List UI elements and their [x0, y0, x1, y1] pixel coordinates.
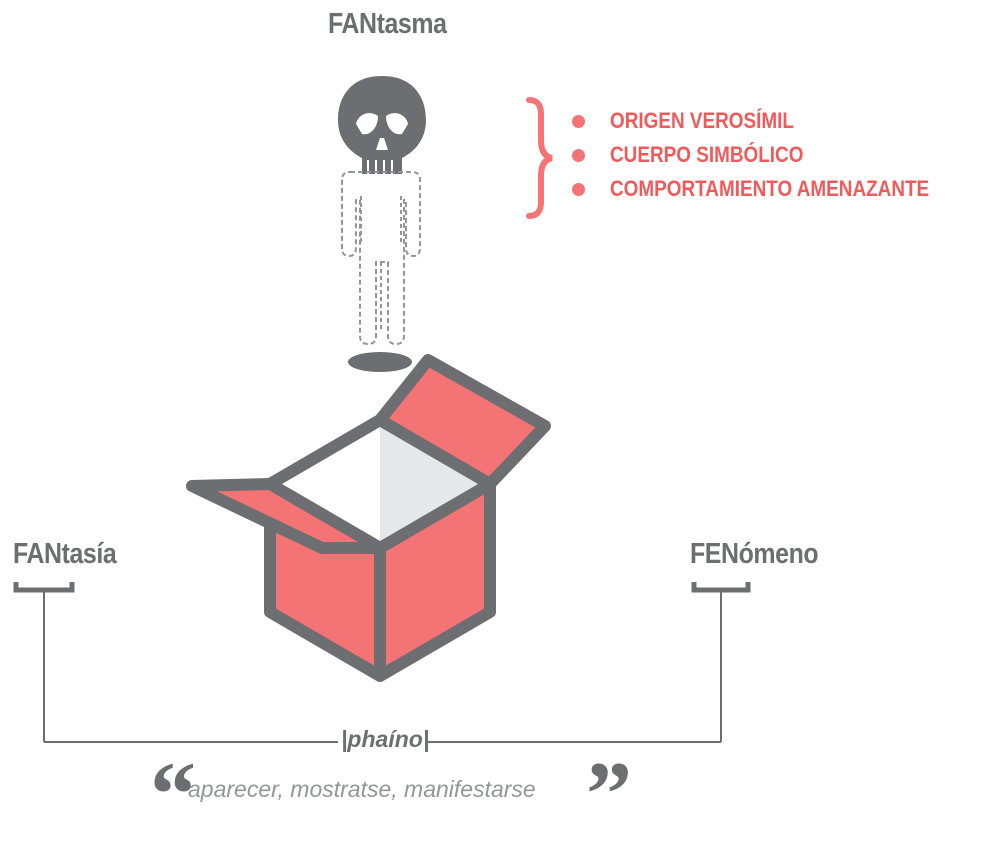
shadow-ellipse	[348, 352, 412, 372]
curly-brace-icon	[526, 97, 553, 219]
attribute-list: ORIGEN VEROSÍMIL CUERPO SIMBÓLICO COMPOR…	[572, 104, 981, 206]
bullet-icon	[572, 115, 585, 128]
attribute-item: CUERPO SIMBÓLICO	[572, 138, 981, 172]
fantasia-bracket	[13, 582, 75, 742]
skull-icon	[338, 76, 426, 174]
attribute-label: CUERPO SIMBÓLICO	[610, 142, 804, 167]
fantasma-title: FANtasma	[328, 8, 447, 40]
attribute-item: COMPORTAMIENTO AMENAZANTE	[572, 172, 981, 206]
fenomeno-bracket	[691, 582, 751, 742]
diagram-graphics	[13, 76, 751, 743]
fenomeno-label: FENómeno	[690, 538, 819, 570]
bullet-icon	[572, 149, 585, 162]
attribute-item: ORIGEN VEROSÍMIL	[572, 104, 981, 138]
attribute-label: COMPORTAMIENTO AMENAZANTE	[610, 176, 930, 201]
fantasia-label: FANtasía	[13, 538, 117, 570]
root-word: |phaíno|	[341, 726, 430, 752]
attribute-label: ORIGEN VEROSÍMIL	[610, 108, 794, 133]
close-quote-icon: ”	[586, 743, 632, 845]
ghost-body-outline	[341, 171, 421, 346]
open-box-icon	[186, 354, 551, 682]
bullet-icon	[572, 183, 585, 196]
diagram: FANtasma ORIGEN VEROSÍMIL CUERPO SIMBÓLI…	[13, 8, 981, 840]
meaning-text: aparecer, mostratse, manifestarse	[188, 776, 536, 802]
